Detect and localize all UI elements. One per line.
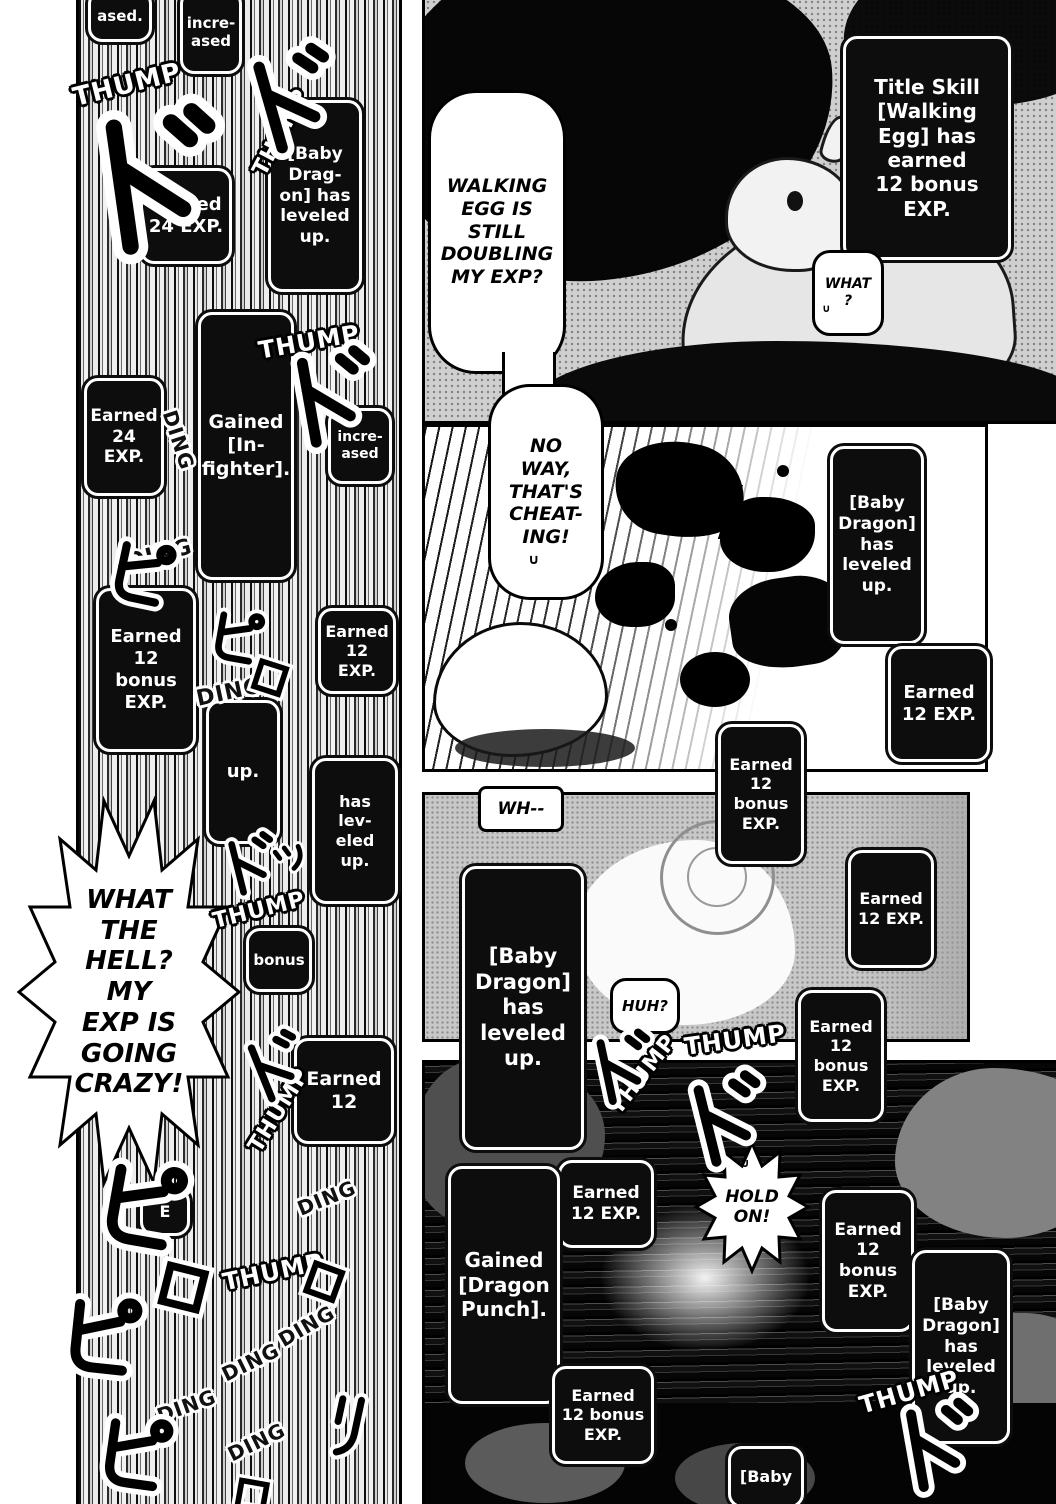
box-earned-12-bonus-exp: Earned 12 bonus EXP. [96, 588, 196, 752]
speech-bubble-no-way: NO WAY, THAT'S CHEAT- ING! [488, 384, 604, 600]
sfx-kana-do-icon [74, 103, 231, 271]
art-swirl-inner [687, 847, 747, 907]
exclaim-bubble [16, 795, 242, 1189]
hold-on-bubble-text: HOLD ON! [725, 1187, 779, 1227]
exclaim-bubble-text: WHAT THE HELL? MY EXP IS GOING CRAZY! [74, 885, 184, 1100]
sfx-kana-do-icon [276, 345, 383, 459]
box-baby-partial: [Baby [728, 1446, 804, 1504]
art-dragon-shadow [455, 729, 635, 767]
box-earned-12-exp: Earned 12 EXP. [318, 608, 396, 694]
box-baby-dragon-level-up: [Baby Dragon] has leveled up. [830, 446, 924, 644]
sfx-kana-do-icon [887, 1397, 986, 1502]
box-baby-dragon-level-up: [Baby Dragon] has leveled up. [912, 1250, 1010, 1444]
box-gained-infighter: Gained [In- fighter]. [198, 312, 294, 580]
box-earned-12-partial: Earned 12 [294, 1038, 394, 1144]
box-earned-12-bonus-exp-bottom: Earned 12 bonus EXP. [552, 1366, 654, 1464]
box-up-partial: up. [206, 700, 280, 844]
box-title-skill-walking-egg: Title Skill [Walking Egg] has earned 12 … [843, 36, 1011, 260]
speech-bubble-huh: HUH? [610, 978, 680, 1034]
art-splatter [595, 562, 675, 627]
box-ased-partial: ased. [88, 0, 152, 42]
box-earned-12-exp: Earned 12 EXP. [888, 646, 990, 762]
hold-on-bubble [693, 1139, 811, 1275]
art-swirl-circle [660, 820, 775, 935]
art-splatter-dot [777, 465, 789, 477]
box-earned-24-exp: Earned 24 EXP. [84, 378, 164, 496]
art-dragon-eye [787, 191, 803, 211]
box-baby-dragon-level-up: [Baby Dragon] has leveled up. [462, 866, 584, 1150]
speech-bubble-walking-egg: WALKING EGG IS STILL DOUBLING MY EXP? [428, 90, 566, 374]
box-has-leveled-up: has lev- eled up. [312, 758, 398, 904]
breath-mark: ∪ [822, 302, 831, 315]
box-earned-12-exp: Earned 12 EXP. [558, 1160, 654, 1248]
sfx-kana-pi-icon [86, 1411, 175, 1504]
breath-mark: ∪ [740, 1156, 750, 1170]
speech-bubble-what: WHAT ? [812, 250, 884, 336]
breath-mark: ∪ [528, 552, 540, 568]
box-increased-top: incre- ased [180, 0, 242, 74]
box-gained-dragon-punch: Gained [Dragon Punch]. [448, 1166, 560, 1404]
box-earned-12-bonus-exp: Earned 12 bonus EXP. [798, 990, 884, 1122]
sfx-kana-tsu-icon [264, 839, 316, 894]
art-splatter-dot [665, 619, 677, 631]
art-foliage [895, 1068, 1056, 1238]
box-earned-12-bonus-exp: Earned 12 bonus EXP. [718, 724, 804, 864]
art-splatter [680, 652, 750, 707]
sfx-kana-do-icon [581, 1028, 662, 1114]
box-earned-12-exp: Earned 12 EXP. [848, 850, 934, 968]
box-bonus-partial: bonus [246, 928, 312, 992]
sfx-kana-pi-icon [51, 1292, 144, 1392]
box-earned-12-bonus-exp: Earned 12 bonus EXP. [822, 1190, 914, 1332]
caption-wh: WH-- [478, 786, 564, 832]
